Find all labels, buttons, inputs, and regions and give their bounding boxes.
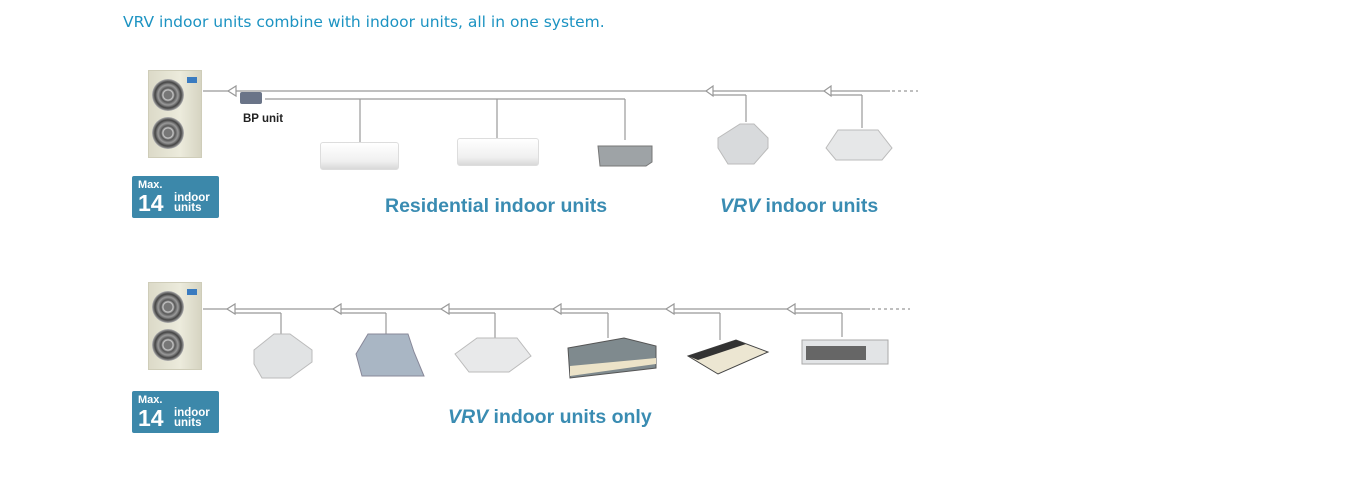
badge-number: 14 (138, 405, 164, 431)
fan-icon (152, 79, 184, 111)
fan-icon (152, 329, 184, 361)
vrv-caption: VRV indoor units (720, 195, 879, 217)
wall-unit-icon (457, 138, 539, 166)
wall-unit-icon (320, 142, 399, 170)
bp-unit-icon (240, 92, 262, 104)
badge-max: Max. (138, 179, 163, 191)
outdoor-unit (148, 70, 202, 158)
badge-max: Max. (138, 394, 163, 406)
cassette-unit-icon (253, 333, 313, 379)
duct-unit-icon (597, 145, 653, 167)
fan-icon (152, 117, 184, 149)
cassette-unit-icon (825, 129, 893, 161)
indoor-unit-icons (240, 92, 893, 379)
bp-unit-label: BP unit (243, 113, 284, 125)
cassette-unit-icon (454, 337, 532, 373)
cassette-unit-icon (717, 123, 769, 165)
outdoor-unit (148, 282, 202, 370)
brand-logo-icon (187, 289, 197, 295)
vrv-only-caption: VRV indoor units only (448, 406, 652, 428)
residential-caption: Residential indoor units (385, 195, 608, 217)
cassette-unit-icon (355, 333, 425, 377)
badge-number: 14 (138, 190, 164, 216)
brand-logo-icon (187, 77, 197, 83)
page-heading: VRV indoor units combine with indoor uni… (123, 13, 605, 31)
fan-icon (152, 291, 184, 323)
